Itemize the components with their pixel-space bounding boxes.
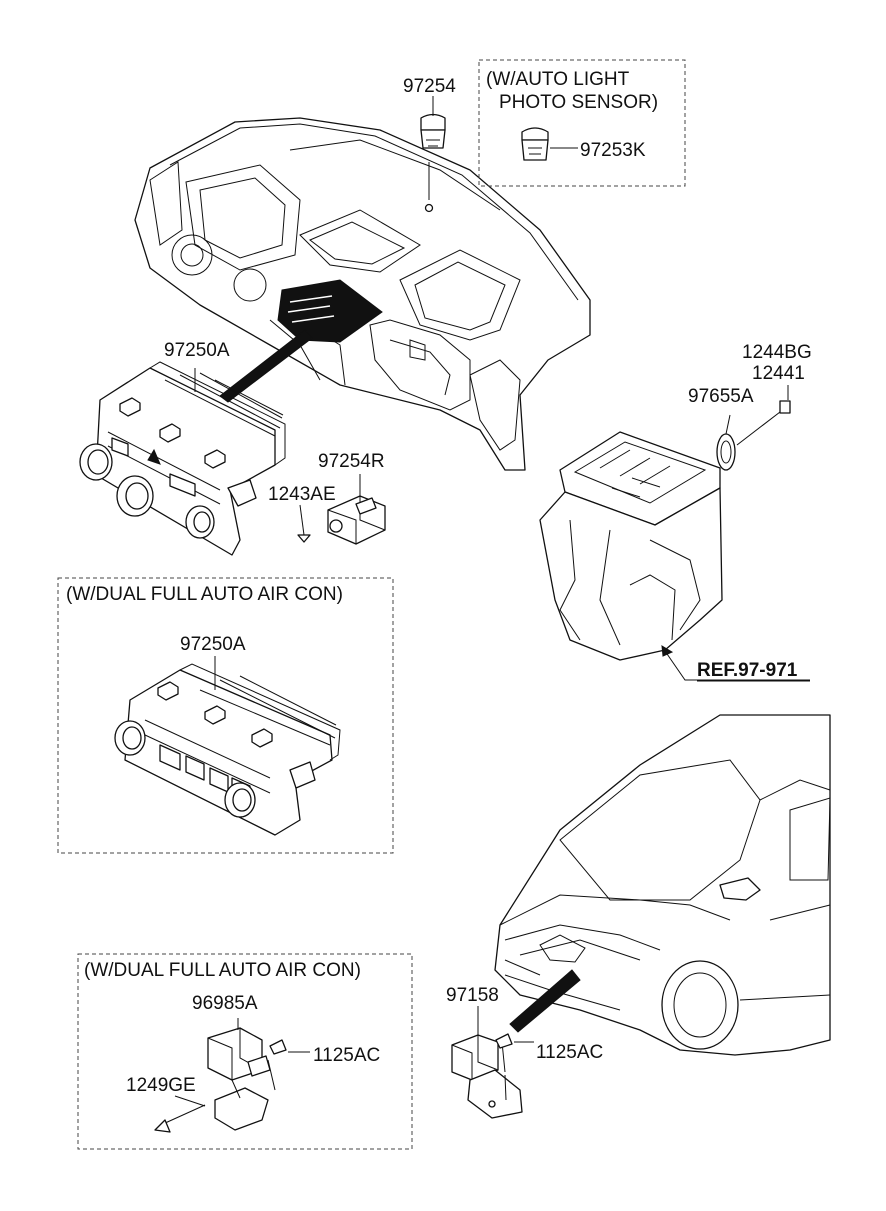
car-illustration xyxy=(494,714,831,1056)
label-1249ge: 1249GE xyxy=(126,1075,196,1096)
label-97250a-dual: 97250A xyxy=(180,634,246,655)
label-1243ae: 1243AE xyxy=(268,484,336,505)
incar-sensor-97254r xyxy=(297,474,386,545)
label-97158: 97158 xyxy=(446,985,499,1006)
heater-control-unit xyxy=(79,361,286,556)
ambient-sensor-97158 xyxy=(451,1006,534,1119)
dual-auto-aircon-group-2 xyxy=(77,953,413,1150)
label-1125ac-left: 1125AC xyxy=(313,1045,380,1066)
label-1125ac-right: 1125AC xyxy=(536,1042,603,1063)
auto-light-sensor-group xyxy=(420,59,686,200)
label-97254r: 97254R xyxy=(318,451,385,472)
label-97250a-top: 97250A xyxy=(164,340,230,361)
dual-box-1-title: (W/DUAL FULL AUTO AIR CON) xyxy=(66,584,343,605)
label-ref-97-971: REF.97-971 xyxy=(697,660,798,681)
label-12441: 12441 xyxy=(752,363,805,384)
blower-unit xyxy=(539,385,810,681)
auto-light-box-line2: PHOTO SENSOR) xyxy=(499,92,658,113)
dual-box-2-title: (W/DUAL FULL AUTO AIR CON) xyxy=(84,960,361,981)
part-labels: 97254 (W/AUTO LIGHT PHOTO SENSOR) 97253K… xyxy=(66,69,812,1096)
label-97253k: 97253K xyxy=(580,140,646,161)
auto-light-box-line1: (W/AUTO LIGHT xyxy=(486,69,630,90)
dual-auto-aircon-group-1 xyxy=(57,577,394,854)
dashboard-illustration xyxy=(134,117,591,471)
label-97655a: 97655A xyxy=(688,386,754,407)
label-96985a: 96985A xyxy=(192,993,258,1014)
label-1244bg: 1244BG xyxy=(742,342,812,363)
label-97254: 97254 xyxy=(403,76,456,97)
